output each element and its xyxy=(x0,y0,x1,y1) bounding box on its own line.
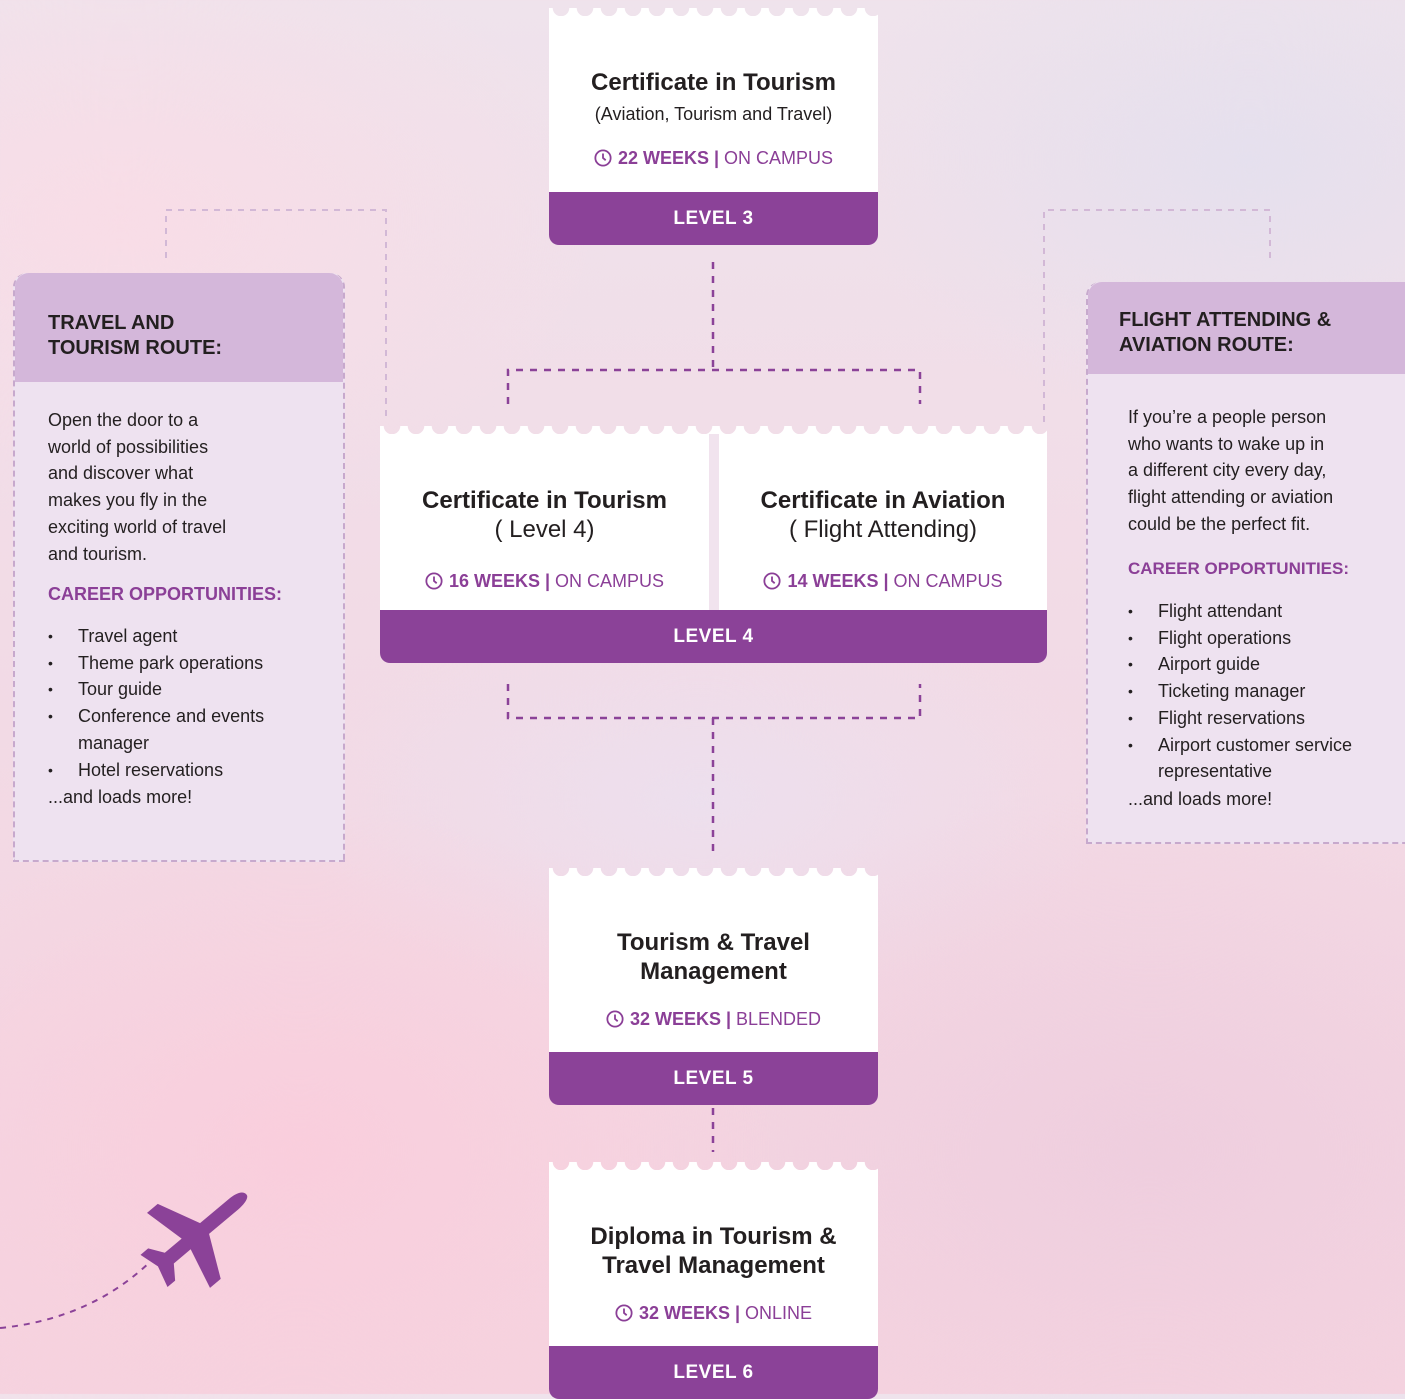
route-title-line1: FLIGHT ATTENDING & xyxy=(1119,309,1332,331)
career-item: Theme park operations xyxy=(48,650,318,677)
career-list: Travel agent Theme park operations Tour … xyxy=(48,623,318,783)
description-line: and tourism. xyxy=(48,543,148,564)
course-subtitle: ( Level 4) xyxy=(494,516,595,543)
duration-line: 16 WEEKS | ON CAMPUS xyxy=(380,571,709,592)
flight-path xyxy=(0,1261,151,1329)
description-line: exciting world of travel xyxy=(48,516,227,537)
route-title-line2: TOURISM ROUTE: xyxy=(48,337,223,359)
career-item: Airport guide xyxy=(1128,651,1390,678)
duration-line: 22 WEEKS | ON CAMPUS xyxy=(549,148,878,169)
career-list: Flight attendant Flight operations Airpo… xyxy=(1128,598,1390,785)
route-header xyxy=(1088,282,1405,374)
course-title: Certificate in Tourism xyxy=(591,69,836,96)
course-subtitle: ( Flight Attending) xyxy=(788,516,978,543)
delivery-mode: ON CAMPUS xyxy=(893,571,1003,591)
description-line: If you’re a people person xyxy=(1128,407,1327,427)
level3-card: Certificate in Tourism (Aviation, Touris… xyxy=(549,8,878,245)
route-title-line2: AVIATION ROUTE: xyxy=(1119,334,1294,356)
career-item: Tour guide xyxy=(48,676,318,703)
course-title: Certificate in Tourism xyxy=(422,487,667,514)
delivery-mode: ONLINE xyxy=(745,1303,813,1323)
duration-weeks: 14 WEEKS | xyxy=(787,571,889,591)
level-label: LEVEL 6 xyxy=(549,1346,878,1399)
course-aviation: Certificate in Aviation ( Flight Attendi… xyxy=(719,434,1047,610)
level4-divider xyxy=(709,434,719,610)
clock-icon xyxy=(594,149,612,167)
level4-card: Certificate in Tourism ( Level 4) 16 WEE… xyxy=(380,426,1047,663)
career-item: Flight operations xyxy=(1128,625,1390,652)
description-line: who wants to wake up in xyxy=(1128,433,1325,454)
duration-line: 32 WEEKS | BLENDED xyxy=(549,1009,878,1030)
career-item: Travel agent xyxy=(48,623,318,650)
scallop-edge xyxy=(549,1162,878,1171)
scallop-edge xyxy=(549,868,878,877)
route-description: If you’re a people person who wants to w… xyxy=(1128,404,1333,538)
clock-icon xyxy=(615,1304,633,1322)
flight-aviation-route-panel: FLIGHT ATTENDING & AVIATION ROUTE: If yo… xyxy=(1086,282,1405,844)
course-tourism-level4: Certificate in Tourism ( Level 4) 16 WEE… xyxy=(380,434,709,610)
route-header xyxy=(15,273,343,382)
clock-icon xyxy=(425,572,443,590)
level6-card: Diploma in Tourism & Travel Management 3… xyxy=(549,1162,878,1399)
description-line: a different city every day, xyxy=(1128,460,1327,481)
career-item: Flight attendant xyxy=(1128,598,1390,625)
more-text: ...and loads more! xyxy=(1128,789,1273,809)
duration-line: 14 WEEKS | ON CAMPUS xyxy=(719,571,1047,592)
level5-card: Tourism & Travel Management 32 WEEKS | B… xyxy=(549,868,878,1105)
course-title: Certificate in Aviation xyxy=(760,487,1006,514)
description-line: Open the door to a xyxy=(48,410,199,430)
duration-line: 32 WEEKS | ONLINE xyxy=(549,1303,878,1324)
level-label: LEVEL 4 xyxy=(380,610,1047,663)
description-line: and discover what xyxy=(48,463,194,484)
delivery-mode: BLENDED xyxy=(736,1009,822,1029)
route-description: Open the door to a world of possibilitie… xyxy=(48,407,226,567)
career-item: Airport customer service representative xyxy=(1128,732,1390,785)
description-line: world of possibilities xyxy=(48,436,209,457)
duration-weeks: 32 WEEKS | xyxy=(638,1303,741,1323)
route-title-line1: TRAVEL AND xyxy=(48,312,175,334)
level-label: LEVEL 5 xyxy=(549,1052,878,1105)
career-item: Ticketing manager xyxy=(1128,678,1390,705)
course-subtitle: (Aviation, Tourism and Travel) xyxy=(594,104,833,124)
description-line: flight attending or aviation xyxy=(1128,487,1334,508)
description-line: makes you fly in the xyxy=(48,490,208,511)
more-text: ...and loads more! xyxy=(48,787,193,807)
career-item: Conference and events manager xyxy=(48,703,318,756)
scallop-edge xyxy=(380,426,1047,435)
career-heading: CAREER OPPORTUNITIES: xyxy=(48,584,283,604)
travel-tourism-route-panel: TRAVEL AND TOURISM ROUTE: Open the door … xyxy=(13,273,345,862)
delivery-mode: ON CAMPUS xyxy=(555,571,665,591)
airplane-icon xyxy=(140,1192,248,1288)
course-title-line1: Diploma in Tourism & xyxy=(590,1223,837,1250)
duration-weeks: 32 WEEKS | xyxy=(629,1009,732,1029)
career-item: Hotel reservations xyxy=(48,757,318,784)
career-heading: CAREER OPPORTUNITIES: xyxy=(1128,559,1350,578)
course-title-line1: Tourism & Travel xyxy=(617,929,810,956)
level-label: LEVEL 3 xyxy=(549,192,878,245)
clock-icon xyxy=(763,572,781,590)
career-item: Flight reservations xyxy=(1128,705,1390,732)
duration-weeks: 16 WEEKS | xyxy=(448,571,551,591)
course-title-line2: Management xyxy=(640,958,787,985)
scallop-edge xyxy=(549,8,878,17)
delivery-mode: ON CAMPUS xyxy=(724,148,834,168)
clock-icon xyxy=(606,1010,624,1028)
course-title-line2: Travel Management xyxy=(602,1252,825,1279)
description-line: could be the perfect fit. xyxy=(1128,513,1311,534)
duration-weeks: 22 WEEKS | xyxy=(617,148,720,168)
